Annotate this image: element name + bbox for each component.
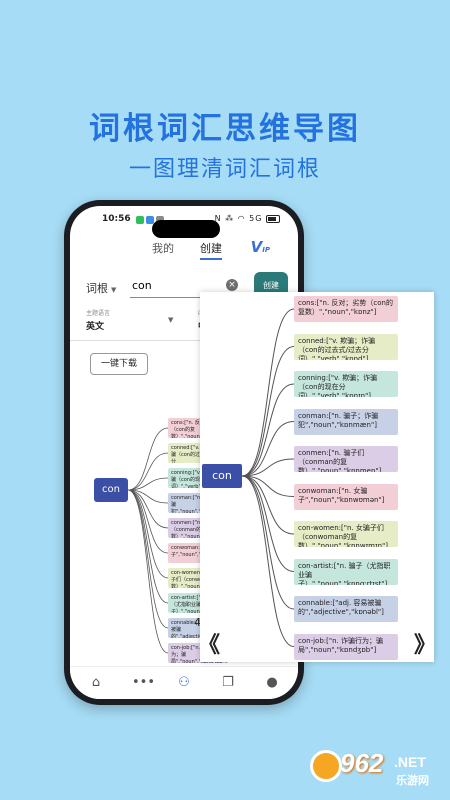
- zoomed-word-node[interactable]: con-women:["n. 女骗子们（conwoman的复数）","noun"…: [294, 521, 398, 547]
- mindmap-link: [241, 475, 295, 647]
- status-indicators: N ⁂ ◠ 5G: [215, 214, 280, 223]
- chevron-down-icon: ▼: [168, 316, 174, 324]
- topic-language-label: 主题语言: [86, 310, 111, 317]
- mindmap-link: [127, 427, 169, 491]
- mindmap-link: [127, 452, 169, 491]
- page-number: 4: [194, 616, 201, 629]
- dict-type-select[interactable]: 词根▼: [86, 280, 116, 296]
- divider: [70, 340, 298, 341]
- zoomed-word-node[interactable]: connable:["adj. 容易被骗的","adjective","kɒnə…: [294, 596, 398, 622]
- app-notify-icon: [136, 216, 144, 224]
- mindmap-link: [241, 475, 295, 572]
- mindmap-link: [127, 489, 169, 579]
- tab-active-indicator: [200, 258, 222, 260]
- zoomed-word-node[interactable]: conmen:["n. 骗子们（conman的复数）","noun","kɒnm…: [294, 446, 398, 472]
- clear-icon[interactable]: ×: [226, 279, 238, 291]
- copy-icon[interactable]: ❐: [222, 675, 234, 690]
- zoomed-word-node[interactable]: conwoman:["n. 女骗子","noun","kɒnwʊmən"]: [294, 483, 398, 510]
- vip-sub: IP: [262, 246, 270, 254]
- mindmap-link: [127, 489, 169, 554]
- zoomed-mindmap-links: [241, 308, 295, 647]
- header-tabs: 我的 创建: [70, 240, 298, 260]
- promo-headline: 词根词汇思维导图: [89, 111, 361, 147]
- prev-arrow-icon[interactable]: 《: [198, 633, 221, 658]
- zoomed-word-node[interactable]: con-artist:["n. 骗子（尤指职业骗子）","noun","kɒnɑ…: [294, 558, 398, 585]
- mindmap-link: [241, 346, 295, 477]
- mindmap-link: [241, 458, 295, 477]
- zoomed-mindmap-panel: con cons:["n. 反对；劣势（con的复数）","noun","kɒn…: [200, 292, 434, 662]
- camera-notch: [152, 220, 220, 238]
- mindmap-link: [241, 475, 295, 610]
- bottom-nav: ⌂ ••• ⚇ ❐ ●: [70, 666, 298, 699]
- battery-icon: [266, 214, 280, 223]
- home-icon[interactable]: ⌂: [91, 675, 101, 690]
- mindmap-link: [127, 489, 169, 604]
- status-bar: 10:56 N ⁂ ◠ 5G: [70, 214, 298, 238]
- mindmap-link: [127, 489, 169, 529]
- mindmap-link: [127, 489, 169, 654]
- mini-mindmap: con cons:["n. 反对；劣势（con的复数）","noun","kɒn…: [70, 336, 298, 663]
- zoomed-word-node[interactable]: conned:["v. 欺骗；诈骗（con的过去式/过去分词）","verb",…: [294, 333, 398, 360]
- watermark-text: 乐游网: [396, 774, 429, 787]
- status-icons-text: N ⁂ ◠ 5G: [214, 214, 263, 223]
- topic-language-select[interactable]: 英文: [86, 322, 105, 332]
- site-watermark: 962 .NET 乐游网: [310, 746, 446, 794]
- zoomed-root-node[interactable]: con: [202, 464, 242, 488]
- watermark-logo-icon: [310, 750, 342, 782]
- next-arrow-icon[interactable]: 》: [414, 633, 437, 658]
- zoomed-word-node[interactable]: conman:["n. 骗子；诈骗犯","noun","kɒnmæn"]: [294, 408, 398, 435]
- mindmap-link: [241, 475, 295, 497]
- tab-create[interactable]: 创建: [200, 242, 222, 255]
- zoomed-word-node[interactable]: conning:["v. 欺骗；诈骗（con的现在分词）","verb","kɒ…: [294, 371, 398, 397]
- app-notify-icon: [146, 216, 154, 224]
- mindmap-link: [241, 383, 295, 477]
- vip-icon[interactable]: VIP: [251, 238, 270, 256]
- user-icon[interactable]: ●: [266, 675, 278, 690]
- zoomed-word-node[interactable]: con-job:["n. 诈骗行为；骗局","noun","kɒndʒɒb"]: [294, 633, 398, 660]
- watermark-number: 962: [340, 748, 384, 778]
- mindmap-link: [241, 308, 295, 477]
- download-all-button[interactable]: 一键下载: [90, 353, 148, 375]
- dict-type-label: 词根: [86, 282, 108, 295]
- mindmap-icon[interactable]: ⚇: [178, 675, 190, 690]
- mindmap-root-node[interactable]: con: [94, 478, 128, 502]
- mindmap-link: [241, 475, 295, 535]
- mini-mindmap-links: [127, 427, 169, 654]
- mindmap-link: [127, 477, 169, 491]
- watermark-net: .NET: [394, 754, 426, 770]
- promo-subhead: 一图理清词汇词根: [128, 157, 321, 182]
- mindmap-link: [127, 489, 169, 629]
- zoomed-word-node[interactable]: cons:["n. 反对；劣势（con的复数）","noun","kɒnz"]: [294, 296, 398, 322]
- tab-mine[interactable]: 我的: [152, 242, 174, 255]
- chat-icon[interactable]: •••: [132, 675, 156, 690]
- vip-letter: V: [250, 238, 263, 256]
- status-time: 10:56: [102, 214, 131, 224]
- chevron-down-icon: ▼: [111, 286, 117, 294]
- mindmap-link: [241, 421, 295, 477]
